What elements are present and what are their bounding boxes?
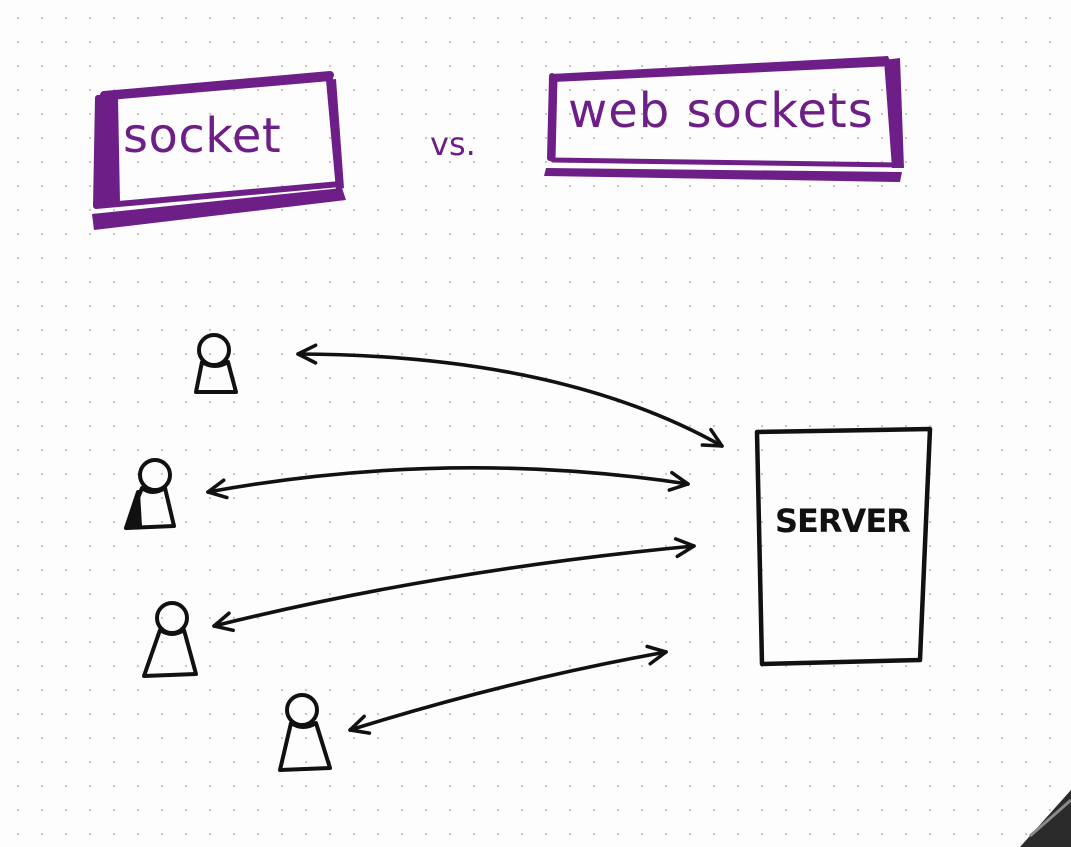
server-label: SERVER xyxy=(775,502,911,540)
bidirectional-arrow-icon xyxy=(212,537,696,633)
versus-label: vs. xyxy=(430,125,476,163)
socket-box xyxy=(92,71,346,230)
web-sockets-label: web sockets xyxy=(568,83,874,139)
bidirectional-arrow-icon xyxy=(348,644,668,735)
pen-icon xyxy=(1020,790,1071,847)
person-icon xyxy=(278,693,332,772)
server-box xyxy=(754,426,933,667)
bidirectional-arrow-icon xyxy=(296,343,724,448)
socket-label: socket xyxy=(123,108,282,164)
person-icon xyxy=(194,333,238,394)
web-sockets-box xyxy=(544,56,904,182)
bidirectional-arrow-icon xyxy=(206,466,690,500)
connection-arrows xyxy=(206,343,724,735)
person-icon xyxy=(124,458,176,530)
person-icon xyxy=(142,601,198,678)
